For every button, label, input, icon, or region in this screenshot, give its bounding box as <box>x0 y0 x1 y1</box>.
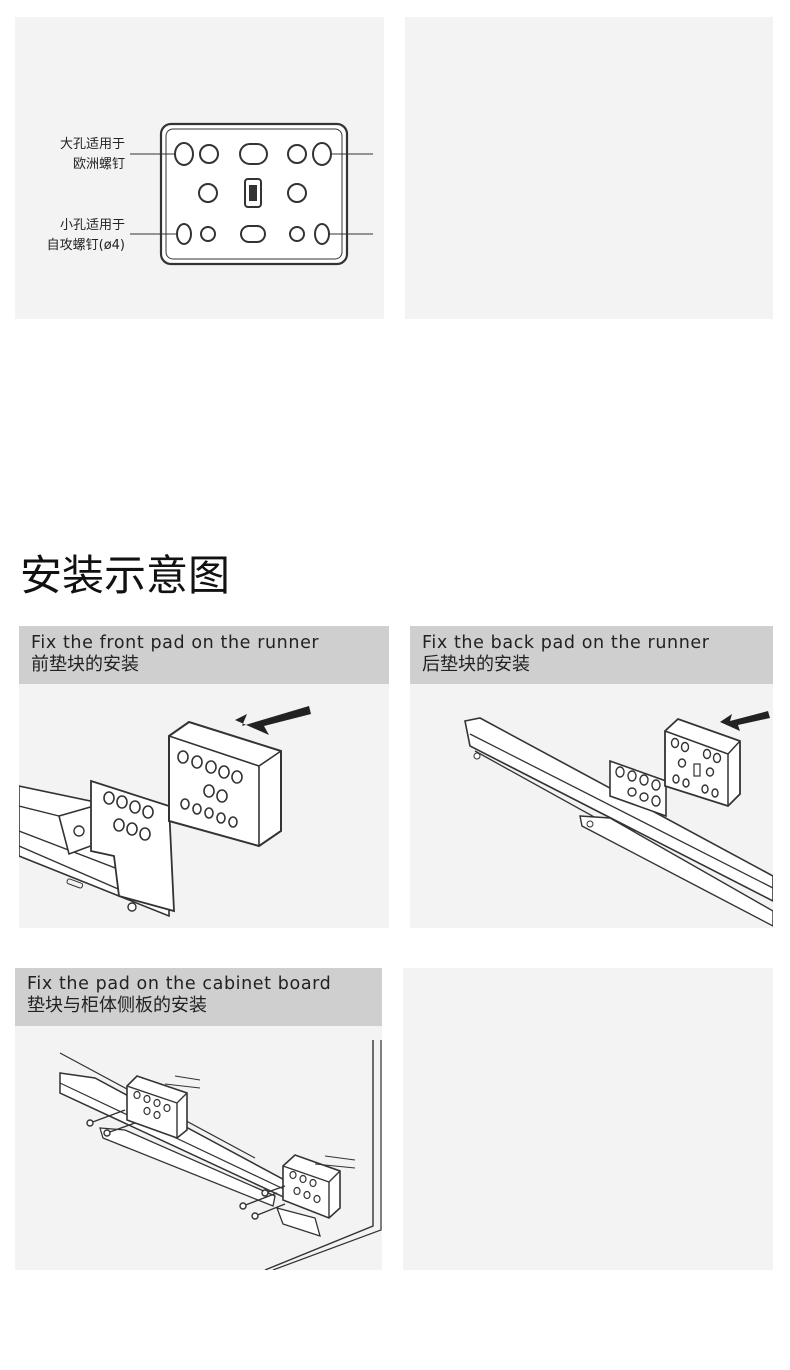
step-cabinet-pad-zh: 垫块与柜体侧板的安装 <box>27 995 207 1016</box>
small-hole-label-line1: 小孔适用于 <box>59 218 125 233</box>
blank-panel-top <box>405 17 773 319</box>
small-hole-label: 小孔适用于 自攻螺钉(ø4) <box>47 216 125 256</box>
step-back-pad-en: Fix the back pad on the runner <box>422 633 710 653</box>
step-front-pad-zh: 前垫块的安装 <box>31 654 139 675</box>
step-back-pad-panel: Fix the back pad on the runner 后垫块的安装 <box>410 626 773 928</box>
step-cabinet-pad-caption: Fix the pad on the cabinet board 垫块与柜体侧板… <box>15 968 382 1026</box>
section-title: 安装示意图 <box>20 551 231 600</box>
small-hole-label-line2: 自攻螺钉(ø4) <box>46 238 125 253</box>
cabinet-pad-illustration <box>59 1040 382 1270</box>
large-hole-label-line1: 大孔适用于 <box>59 137 125 152</box>
large-hole-label-line2: 欧洲螺钉 <box>72 157 125 172</box>
step-back-pad-caption: Fix the back pad on the runner 后垫块的安装 <box>410 626 773 684</box>
blank-panel-bottom <box>403 968 773 1270</box>
step-cabinet-pad-en: Fix the pad on the cabinet board <box>27 974 332 994</box>
mounting-plate-illustration <box>130 122 373 266</box>
front-pad-illustration <box>19 706 311 918</box>
step-front-pad-en: Fix the front pad on the runner <box>31 633 320 653</box>
back-pad-illustration <box>464 711 773 927</box>
large-hole-label: 大孔适用于 欧洲螺钉 <box>60 135 125 175</box>
step-front-pad-caption: Fix the front pad on the runner 前垫块的安装 <box>19 626 389 684</box>
step-cabinet-pad-panel: Fix the pad on the cabinet board 垫块与柜体侧板… <box>15 968 382 1270</box>
plate-diagram-panel: 大孔适用于 欧洲螺钉 小孔适用于 自攻螺钉(ø4) <box>15 17 384 319</box>
step-front-pad-panel: Fix the front pad on the runner 前垫块的安装 <box>19 626 389 928</box>
step-back-pad-zh: 后垫块的安装 <box>422 654 530 675</box>
